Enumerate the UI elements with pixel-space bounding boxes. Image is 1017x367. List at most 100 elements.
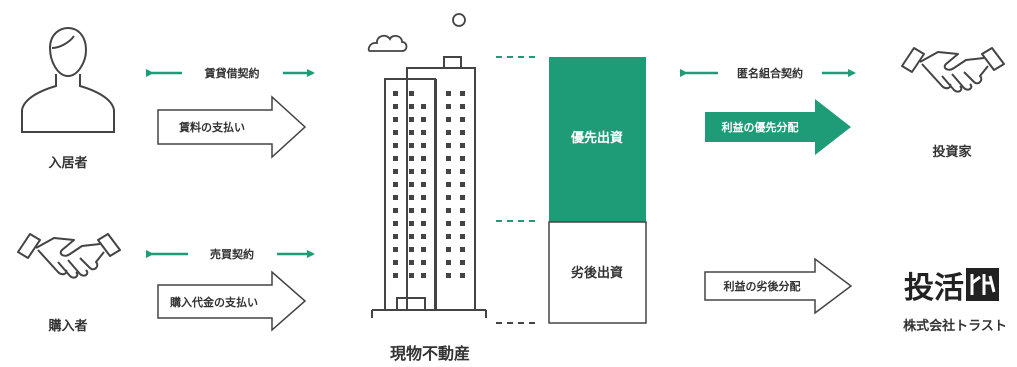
- building-window: [409, 234, 414, 239]
- building-window: [421, 104, 426, 109]
- sales-contract-label: 売買契約: [210, 247, 254, 261]
- building-window: [446, 234, 451, 239]
- building-window: [446, 208, 451, 213]
- building-window: [409, 182, 414, 187]
- junior-distribution-arrow: 利益の劣後分配: [704, 257, 853, 315]
- company-logo: 投活: [904, 268, 999, 306]
- building-window: [446, 260, 451, 265]
- junior-distribution-label: 利益の劣後分配: [724, 279, 801, 293]
- building-window: [446, 104, 451, 109]
- tenant-label: 入居者: [48, 155, 87, 171]
- building-window: [421, 169, 426, 174]
- building-window: [460, 247, 465, 252]
- building-window: [446, 156, 451, 161]
- building-window: [393, 273, 398, 278]
- building-window: [421, 260, 426, 265]
- building-window: [446, 130, 451, 135]
- building-window: [409, 273, 414, 278]
- building-window: [409, 208, 414, 213]
- building-window: [409, 91, 414, 96]
- building-window: [393, 208, 398, 213]
- senior-distribution-label: 利益の優先分配: [722, 120, 799, 134]
- building-window: [460, 182, 465, 187]
- building-window: [421, 221, 426, 226]
- building-window: [409, 169, 414, 174]
- purchase-payment-arrow: 購入代金の支払い: [157, 270, 307, 332]
- building-window: [421, 130, 426, 135]
- logo-text: 投活: [904, 271, 964, 306]
- building-window: [421, 156, 426, 161]
- building-window: [421, 182, 426, 187]
- building-window: [446, 273, 451, 278]
- building-window: [393, 234, 398, 239]
- building-window: [393, 169, 398, 174]
- building-window: [409, 247, 414, 252]
- building-window: [393, 130, 398, 135]
- building-window: [460, 143, 465, 148]
- building-window: [421, 117, 426, 122]
- partnership-contract-label: 匿名組合契約: [737, 66, 803, 80]
- company-label: 株式会社トラスト: [903, 318, 1007, 334]
- building-window: [421, 247, 426, 252]
- building-window: [446, 143, 451, 148]
- lease-contract-arrow: 賃貸借契約: [146, 66, 315, 80]
- building-window: [393, 221, 398, 226]
- rent-payment-label: 賃料の支払い: [178, 120, 245, 134]
- building-window: [409, 221, 414, 226]
- senior-investment-block: 優先出資: [549, 57, 646, 222]
- building-window: [460, 91, 465, 96]
- building-window: [393, 260, 398, 265]
- building-window: [409, 104, 414, 109]
- building-window: [409, 143, 414, 148]
- building-window: [446, 247, 451, 252]
- senior-investment-label: 優先出資: [570, 130, 623, 146]
- cloud-icon: [367, 34, 408, 52]
- building-window: [460, 169, 465, 174]
- handshake-icon: [17, 233, 121, 279]
- building-window: [460, 130, 465, 135]
- building-icon: [371, 56, 487, 318]
- building-window: [393, 156, 398, 161]
- purchase-payment-label: 購入代金の支払い: [169, 295, 258, 309]
- building-window: [409, 130, 414, 135]
- partnership-contract-arrow: 匿名組合契約: [680, 66, 856, 80]
- building-window: [421, 195, 426, 200]
- building-window: [460, 156, 465, 161]
- building-window: [446, 221, 451, 226]
- buyer-label: 購入者: [47, 318, 87, 334]
- building-window: [393, 91, 398, 96]
- building-window: [446, 182, 451, 187]
- building-window: [446, 117, 451, 122]
- handshake-icon: [901, 47, 1005, 93]
- building-window: [393, 117, 398, 122]
- building-window: [409, 156, 414, 161]
- building-window: [460, 195, 465, 200]
- person-icon: [21, 26, 115, 133]
- building-window: [393, 143, 398, 148]
- sales-contract-arrow: 売買契約: [146, 247, 315, 261]
- building-window: [393, 104, 398, 109]
- rent-payment-arrow: 賃料の支払い: [157, 95, 307, 159]
- building-window: [409, 117, 414, 122]
- building-window: [446, 91, 451, 96]
- building-window: [446, 169, 451, 174]
- building-window: [393, 195, 398, 200]
- building-window: [460, 117, 465, 122]
- building-window: [421, 208, 426, 213]
- investor-label: 投資家: [932, 144, 972, 160]
- property-label: 現物不動産: [390, 344, 470, 363]
- junior-investment-label: 劣後出資: [571, 265, 623, 281]
- building-window: [460, 273, 465, 278]
- building-window: [460, 104, 465, 109]
- building-window: [393, 247, 398, 252]
- building-windows: [393, 91, 465, 278]
- building-window: [409, 260, 414, 265]
- building-window: [421, 143, 426, 148]
- building-window: [393, 182, 398, 187]
- lease-contract-label: 賃貸借契約: [204, 66, 260, 80]
- building-window: [460, 221, 465, 226]
- senior-distribution-arrow: 利益の優先分配: [705, 99, 851, 155]
- building-window: [460, 260, 465, 265]
- building-window: [460, 234, 465, 239]
